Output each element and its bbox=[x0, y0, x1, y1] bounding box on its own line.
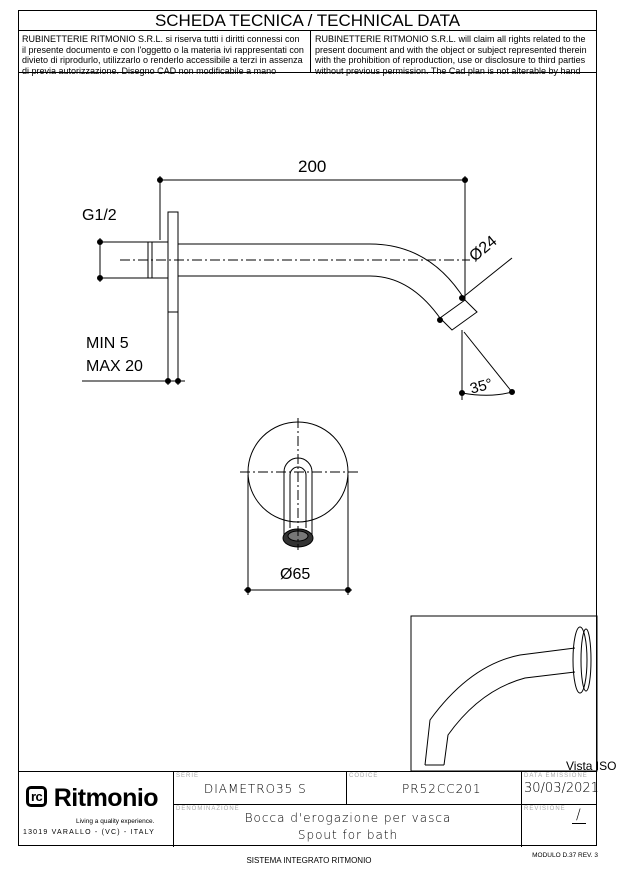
logo-mark-icon: rc bbox=[26, 786, 48, 807]
revisione-cell: REVISIONE / bbox=[521, 805, 597, 847]
title-block: rc Ritmonio Living a quality experience.… bbox=[18, 771, 599, 847]
dim-length: 200 bbox=[298, 157, 327, 176]
serie-label: SERIE bbox=[176, 773, 200, 779]
codice-label: CODICE bbox=[349, 773, 379, 779]
serie-cell: SERIE DIAMETRO35 S bbox=[173, 772, 346, 805]
revisione-value: / bbox=[572, 807, 586, 824]
tagline: Living a quality experience. bbox=[76, 818, 155, 825]
revisione-label: REVISIONE bbox=[524, 806, 566, 812]
sheet-frame bbox=[18, 10, 597, 846]
data-cell: DATA EMISSIONE 30/03/2021 bbox=[521, 772, 599, 805]
denominazione-label: DENOMINAZIONE bbox=[176, 806, 240, 812]
data-value: 30/03/2021 bbox=[524, 781, 599, 796]
codice-value: PR52CC201 bbox=[402, 782, 482, 796]
data-label: DATA EMISSIONE bbox=[524, 773, 588, 779]
denominazione-italian: Bocca d'erogazione per vasca bbox=[244, 811, 452, 825]
dim-wall-min: MIN 5 bbox=[86, 335, 129, 352]
denominazione-cell: DENOMINAZIONE Bocca d'erogazione per vas… bbox=[173, 805, 521, 847]
serie-value: DIAMETRO35 S bbox=[204, 782, 307, 796]
iso-view bbox=[410, 615, 598, 772]
dim-thread: G1/2 bbox=[82, 207, 117, 224]
iso-view-label: Vista ISO bbox=[566, 759, 617, 773]
denominazione-english: Spout for bath bbox=[297, 828, 399, 842]
footer-system: SISTEMA INTEGRATO RITMONIO bbox=[246, 856, 372, 865]
codice-cell: CODICE PR52CC201 bbox=[346, 772, 521, 805]
footer-modulo: MODULO D.37 REV. 3 bbox=[532, 852, 598, 859]
side-view bbox=[82, 176, 515, 400]
address: 13019 VARALLO - (VC) - ITALY bbox=[23, 829, 156, 836]
notice-english: RUBINETTERIE RITMONIO S.R.L. will claim … bbox=[311, 31, 597, 76]
dim-flange-diameter: Ø65 bbox=[280, 566, 311, 583]
sheet-title: SCHEDA TECNICA / TECHNICAL DATA bbox=[18, 10, 597, 31]
front-view bbox=[240, 418, 360, 595]
logo-text: Ritmonio bbox=[53, 784, 159, 812]
company-logo: rc Ritmonio bbox=[26, 784, 159, 813]
dim-wall-max: MAX 20 bbox=[86, 358, 143, 375]
company-logo-cell: rc Ritmonio Living a quality experience.… bbox=[18, 772, 173, 847]
notice-italian: RUBINETTERIE RITMONIO S.R.L. si riserva … bbox=[18, 31, 311, 76]
